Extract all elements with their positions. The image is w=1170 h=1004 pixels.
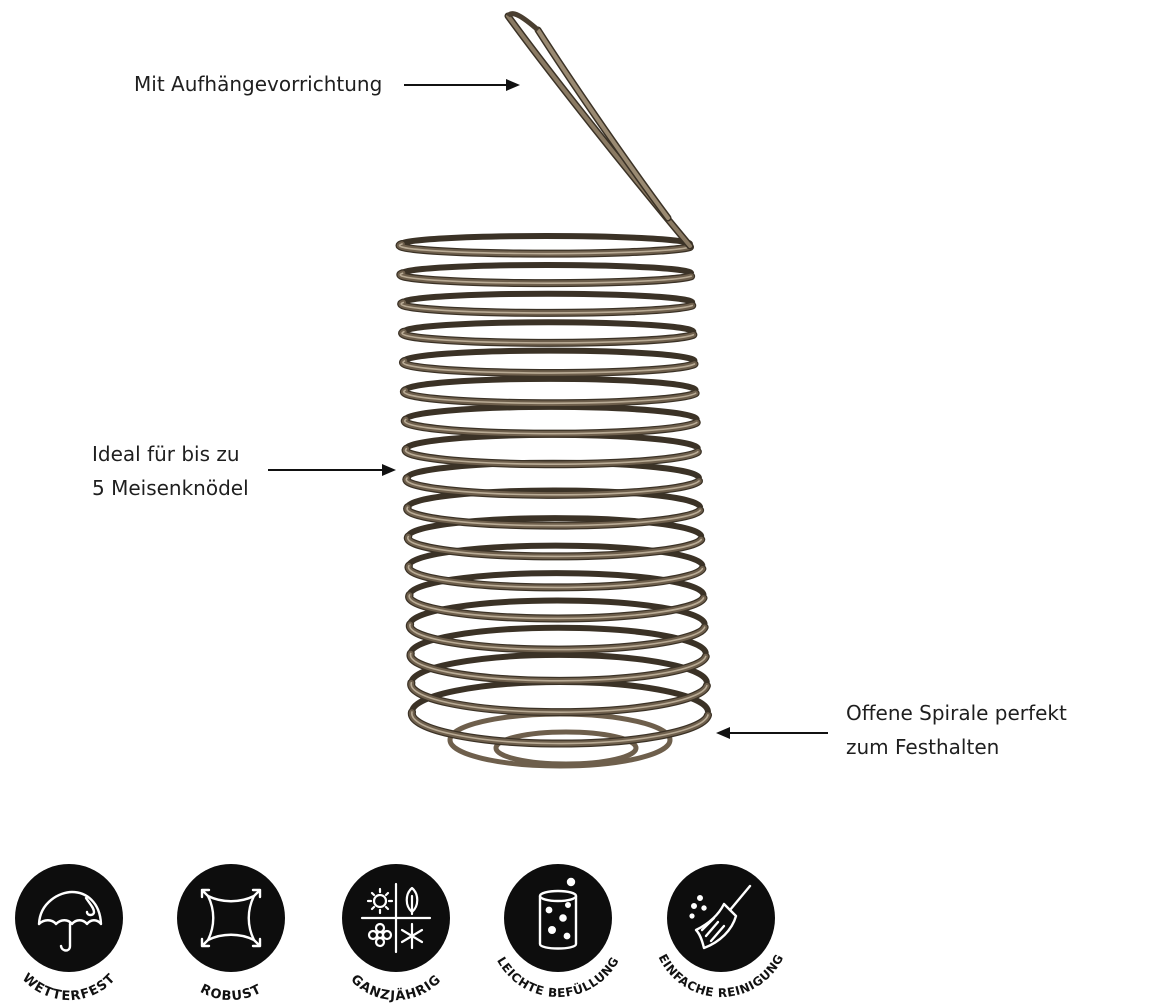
coil-back [406, 570, 707, 596]
coil-front [402, 360, 696, 374]
coil-back [401, 347, 698, 363]
coil-front [404, 447, 699, 465]
coil-front [403, 475, 702, 498]
filled-glass-icon [538, 877, 578, 950]
coil-back [402, 403, 700, 421]
coil-back [399, 233, 693, 247]
callout-spiral: Offene Spirale perfekt zum Festhalten [846, 696, 1067, 764]
coil-back [404, 487, 704, 509]
arrow-capacity [268, 464, 396, 476]
coil-inner [493, 729, 639, 767]
badge-label-wetterfest: WETTERFEST [19, 971, 118, 1004]
coil-front [406, 506, 701, 527]
svg-text:WETTERFEST: WETTERFEST [19, 971, 119, 1004]
coil-front [403, 389, 697, 405]
coil-front [407, 678, 711, 717]
svg-text:ROBUST: ROBUST [198, 982, 264, 1004]
coil-front [407, 564, 704, 589]
arrow-hanger [404, 79, 520, 91]
badge-ganzjaehrig: GANZJÄHRIG [321, 858, 471, 1004]
broom-icon [689, 884, 752, 950]
badge-einfache-reinigung: EINFACHE REINIGUNG [646, 858, 796, 1004]
badge-wetterfest: WETTERFEST [0, 858, 144, 1004]
expand-square-icon [200, 888, 262, 948]
callout-capacity: Ideal für bis zu 5 Meisenknödel [92, 437, 249, 505]
badge-robust: ROBUST [156, 858, 306, 1004]
coil-back [402, 375, 699, 392]
coil-front [408, 594, 705, 620]
coil-front [401, 330, 695, 344]
coil-front [399, 272, 692, 284]
badge-label-robust: ROBUST [198, 982, 263, 1004]
callout-spiral-line-1: Offene Spirale perfekt [846, 701, 1067, 725]
spiral-coils-front [395, 240, 712, 748]
coil-back [399, 261, 695, 276]
callout-capacity-line-1: Ideal für bis zu [92, 442, 240, 466]
callout-capacity-line-2: 5 Meisenknödel [92, 476, 249, 500]
coil-front [406, 535, 703, 558]
coil-front [403, 418, 698, 435]
callout-hanger: Mit Aufhängevorrichtung [134, 67, 382, 101]
callout-spiral-line-2: zum Festhalten [846, 735, 1000, 759]
hanger-hook [504, 11, 694, 250]
umbrella-rain-icon [37, 890, 103, 952]
coil-front [409, 623, 706, 651]
coil-front [405, 477, 700, 496]
coil-front [409, 652, 707, 682]
coil-front [398, 243, 691, 255]
callout-hanger-line-1: Mit Aufhängevorrichtung [134, 72, 383, 96]
coil-back [400, 290, 696, 305]
coil-front [407, 708, 712, 748]
coil-back [407, 624, 709, 655]
badge-label-ganzjaehrig: GANZJÄHRIG [348, 972, 444, 1004]
svg-text:GANZJÄHRIG: GANZJÄHRIG [348, 972, 445, 1004]
spiral-feeder-image [268, 11, 828, 769]
coil-front [410, 681, 708, 713]
coil-back [407, 597, 708, 625]
coil-back [405, 515, 705, 538]
coil-front [400, 301, 694, 314]
coil-front [411, 711, 709, 745]
badge-leichte-befuellung: LEICHTE BEFÜLLUNG [483, 858, 633, 1004]
arrow-spiral [716, 727, 828, 739]
four-seasons-icon [360, 882, 432, 954]
coil-back [405, 542, 706, 567]
coil-back [400, 319, 697, 334]
